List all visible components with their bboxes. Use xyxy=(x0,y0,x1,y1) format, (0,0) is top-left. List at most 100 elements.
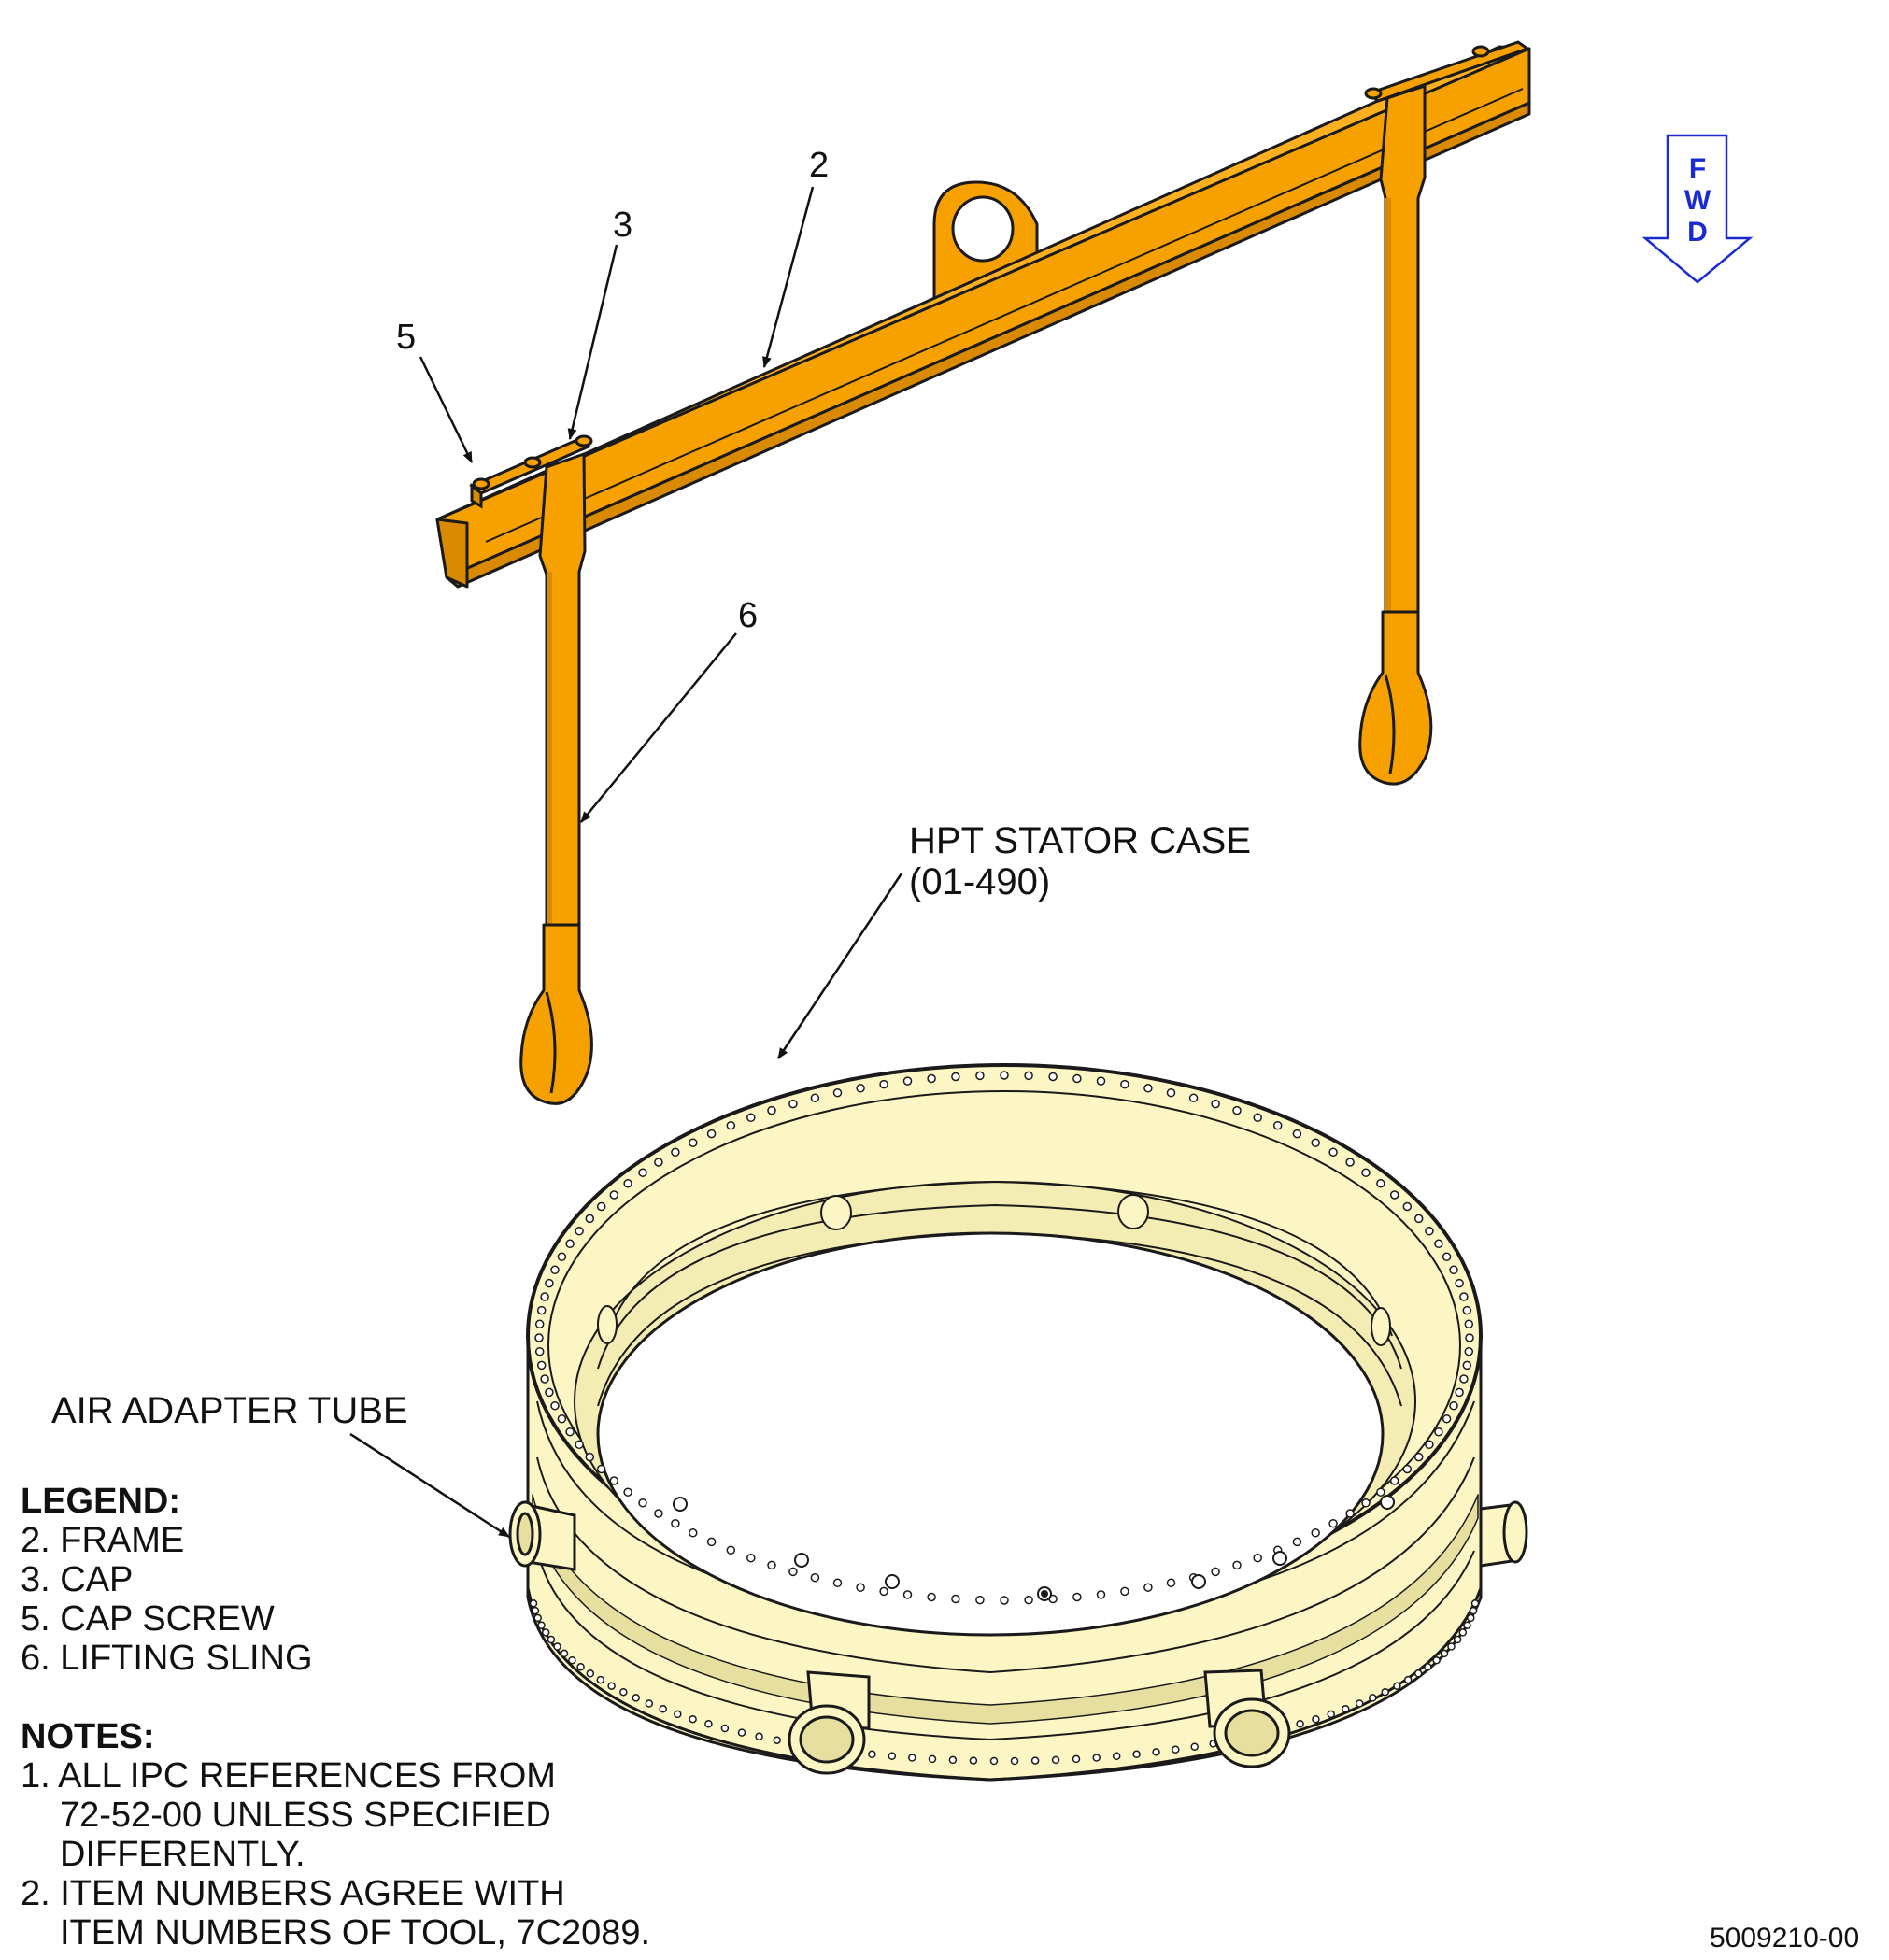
air-adapter-tubes xyxy=(508,1500,1528,1775)
flange-bolt-hole xyxy=(1455,1278,1464,1288)
legend-item: 6. LIFTING SLING xyxy=(21,1639,313,1678)
flange-bolt-hole xyxy=(638,1168,647,1177)
legend-item: 3. CAP xyxy=(21,1560,134,1599)
flange-bolt-hole xyxy=(1327,1710,1335,1719)
flange-bolt-hole xyxy=(1000,1596,1009,1605)
flange-bolt-hole xyxy=(746,1113,756,1123)
flange-bolt-hole xyxy=(1381,1687,1389,1697)
flange-bolt-hole xyxy=(767,1560,776,1570)
air-adapter-tube-label: AIR ADAPTER TUBE xyxy=(51,1390,408,1431)
flange-bolt-hole xyxy=(1024,1595,1033,1605)
fwd-arrow-icon xyxy=(1641,134,1754,284)
note-1-line-1: 1. ALL IPC REFERENCES FROM xyxy=(21,1756,556,1796)
flange-bolt-hole xyxy=(560,1649,569,1658)
air-adapter-tube-left xyxy=(508,1500,576,1571)
air-adapter-tube-front-left xyxy=(788,1670,871,1775)
flange-bolt-hole xyxy=(1253,1553,1262,1563)
flange-bolt-hole xyxy=(632,1694,640,1702)
leader-stator-case xyxy=(776,873,903,1059)
callout-item-3: 3 xyxy=(613,206,633,245)
flange-bolt-hole xyxy=(1393,1682,1401,1690)
fwd-letter-d: D xyxy=(1687,217,1708,248)
flange-bolt-hole xyxy=(557,1414,567,1424)
flange-bolt-hole xyxy=(550,1400,560,1411)
flange-bolt-hole xyxy=(1462,1305,1472,1315)
stator-case-label: HPT STATOR CASE xyxy=(909,820,1251,861)
flange-bolt-hole xyxy=(689,1714,697,1724)
flange-bolt-hole xyxy=(568,1655,576,1665)
lifting-eye-hole xyxy=(951,195,1015,263)
legend-item: 5. CAP SCREW xyxy=(21,1599,275,1639)
leader-item-3 xyxy=(567,244,618,440)
flange-bolt-hole xyxy=(1413,1214,1424,1224)
flange-bolt-hole xyxy=(810,1093,820,1103)
flange-bolt-hole xyxy=(1376,1487,1385,1497)
callout-item-2: 2 xyxy=(809,146,830,185)
flange-bolt-hole xyxy=(545,1278,554,1288)
flange-bolt-hole xyxy=(1355,1699,1364,1708)
flange-bolt-hole xyxy=(1048,1072,1058,1082)
flange-bolt-hole xyxy=(746,1553,756,1563)
flange-bolt-hole xyxy=(1096,1076,1106,1086)
flange-bolt-hole xyxy=(726,1545,736,1555)
flange-bolt-hole xyxy=(902,1590,913,1599)
flange-bolt-hole xyxy=(1425,1440,1434,1450)
note-2-line-1: 2. ITEM NUMBERS AGREE WITH xyxy=(21,1874,565,1913)
flange-bolt-hole xyxy=(1211,1567,1220,1577)
flange-bolt-hole xyxy=(1470,1599,1480,1608)
flange-bolt-hole xyxy=(832,1087,843,1098)
flange-bolt-hole xyxy=(1172,1745,1180,1754)
flange-bolt-hole xyxy=(1311,1528,1320,1538)
flange-bolt-hole xyxy=(951,1594,960,1604)
flange-bolt-hole xyxy=(1143,1583,1153,1592)
flange-bolt-hole xyxy=(927,1592,936,1602)
flange-bolt-hole xyxy=(1342,1705,1350,1713)
flange-bolt-hole xyxy=(1143,1084,1153,1093)
flange-bolt-hole xyxy=(1459,1292,1469,1301)
flange-bolt-hole xyxy=(720,1724,730,1733)
flange-bolt-hole xyxy=(689,1528,698,1538)
flange-bolt-hole xyxy=(773,1736,781,1744)
flange-bolt-hole xyxy=(1469,1606,1478,1615)
flange-bolt-hole xyxy=(704,1719,713,1728)
flange-bolt-hole xyxy=(1389,1190,1399,1200)
flange-bolt-hole xyxy=(1440,1649,1449,1658)
cap-screw-3 xyxy=(575,434,593,447)
flange-bolt-hole xyxy=(737,1728,746,1737)
flange-bolt-hole xyxy=(1369,1694,1377,1702)
flange-bolt-hole xyxy=(565,1427,575,1437)
flange-bolt-hole xyxy=(1402,1464,1413,1474)
flange-bolt-hole xyxy=(1152,1748,1160,1756)
flange-bolt-hole xyxy=(623,1179,632,1188)
flange-bolt-hole xyxy=(585,1452,595,1462)
callout-item-6: 6 xyxy=(738,596,759,635)
flange-bolt-hole xyxy=(536,1305,547,1315)
stator-case-ipc: (01-490) xyxy=(909,861,1051,902)
flange-bolt-hole xyxy=(1402,1201,1413,1212)
flange-bolt-hole xyxy=(1112,1752,1121,1761)
air-adapter-tube-right xyxy=(1479,1500,1528,1568)
flange-bolt-hole xyxy=(1442,1252,1452,1261)
flange-bolt-hole xyxy=(1463,1621,1471,1629)
flange-bolt-hole xyxy=(531,1606,540,1615)
flange-bolt-hole xyxy=(1072,1754,1081,1764)
flange-bolt-hole xyxy=(1413,1669,1423,1678)
flange-bolt-hole xyxy=(596,1675,605,1684)
beam-bottom-face xyxy=(445,101,1531,589)
flange-bolt-hole xyxy=(1455,1387,1464,1398)
flange-bolt-hole xyxy=(1453,1635,1462,1644)
flange-bolt-hole xyxy=(541,1628,550,1637)
flange-bolt-hole xyxy=(654,1158,663,1167)
flange-bolt-hole xyxy=(596,1464,606,1474)
flange-bolt-hole xyxy=(951,1072,960,1082)
notes-heading: NOTES: xyxy=(21,1717,155,1756)
note-1-line-2: 72-52-00 UNLESS SPECIFIED xyxy=(60,1796,551,1835)
flange-bolt-hole xyxy=(1434,1239,1443,1249)
flange-bolt-hole xyxy=(553,1642,561,1651)
flange-bolt-hole xyxy=(767,1105,776,1115)
flange-bolt-hole xyxy=(1051,1755,1060,1765)
flange-bolt-hole xyxy=(671,1147,680,1158)
flange-bolt-hole xyxy=(1030,1756,1040,1765)
flange-bolt-hole xyxy=(575,1226,584,1236)
